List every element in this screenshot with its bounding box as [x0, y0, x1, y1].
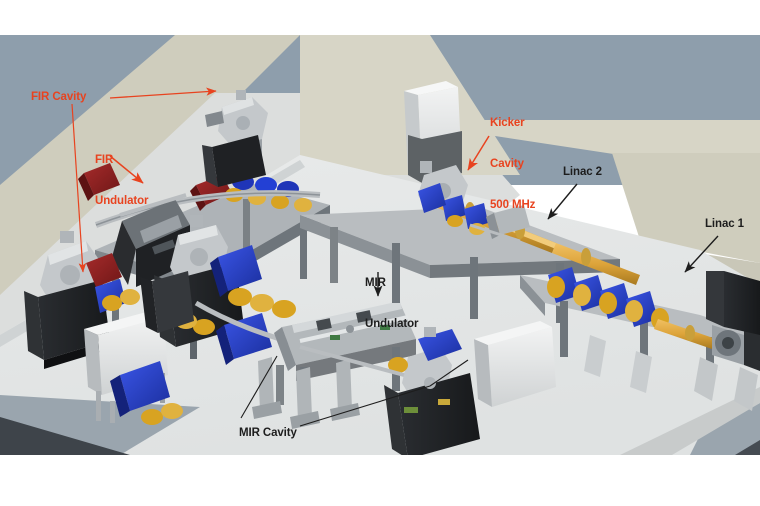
equipment-box-center	[474, 321, 556, 407]
mir-arc-magnets	[110, 245, 301, 425]
label-kicker-cavity: Kicker Cavity 500 MHz	[490, 90, 535, 239]
label-kicker-cavity-line3: 500 MHz	[490, 198, 536, 211]
left-rack	[140, 271, 194, 333]
label-linac-2: Linac 2	[563, 166, 602, 178]
label-kicker-cavity-line2: Cavity	[490, 157, 524, 170]
fir-downstream-cavity	[24, 231, 140, 369]
beam-pipes	[119, 193, 521, 377]
right-cabinets	[706, 271, 760, 335]
linac1-beamline	[520, 267, 760, 411]
label-mir-undulator-line1: MIR	[365, 277, 386, 290]
label-linac-1: Linac 1	[705, 218, 744, 230]
cad-scene	[0, 35, 760, 455]
label-mir-undulator: MIR Undulator	[365, 250, 419, 359]
label-fir-cavity: FIR Cavity	[31, 91, 87, 103]
label-kicker-cavity-line1: Kicker	[490, 117, 525, 130]
label-mir-cavity: MIR Cavity	[239, 427, 297, 439]
label-fir-undulator: FIR Undulator	[95, 127, 149, 236]
label-fir-undulator-line2: Undulator	[95, 194, 149, 207]
fir-undulator	[112, 199, 190, 287]
label-mir-undulator-line2: Undulator	[365, 317, 419, 330]
label-fir-undulator-line1: FIR	[95, 154, 114, 167]
